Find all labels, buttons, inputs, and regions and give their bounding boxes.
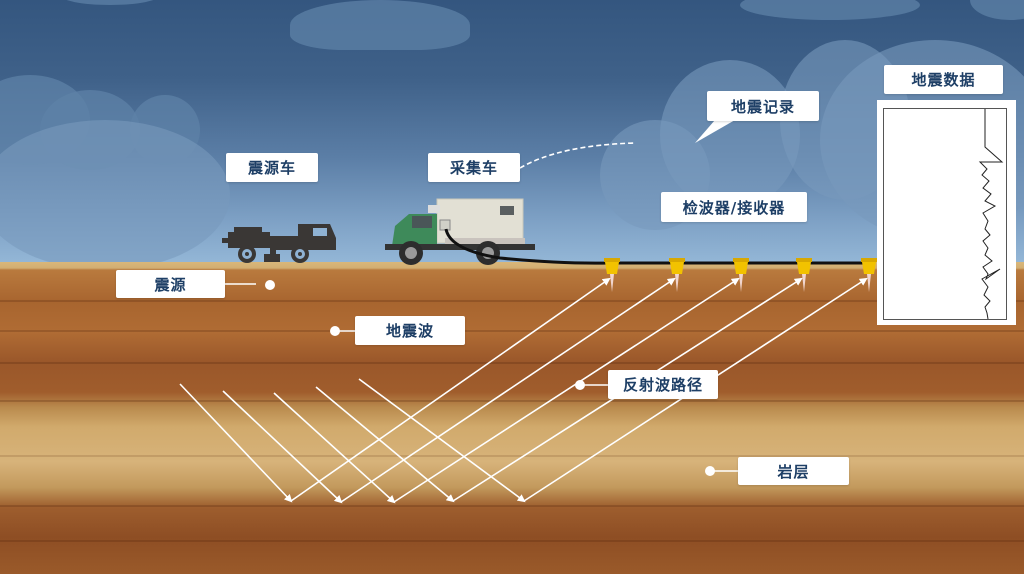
soil-grain (0, 300, 1024, 302)
reflection-callout-dot (575, 380, 585, 390)
source-callout-dot (265, 280, 275, 290)
source-truck-icon (222, 224, 336, 263)
geophone-cable (444, 228, 870, 265)
seismogram-frame (883, 108, 1007, 320)
geophone-icon (861, 258, 877, 292)
geophone-icon (796, 258, 812, 292)
cloud (740, 0, 920, 20)
speech-bubble-tail (695, 120, 735, 143)
label-recording-truck: 采集车 (428, 153, 520, 182)
incident-ray (273, 392, 396, 504)
label-geophones: 检波器/接收器 (661, 192, 807, 222)
incident-ray (179, 383, 293, 503)
geophone-icon (669, 258, 685, 292)
cloud (660, 60, 800, 210)
data-transmission-dashed-line (519, 142, 636, 169)
label-source: 震源 (116, 270, 225, 298)
ground-cross-section (0, 262, 1024, 574)
rock-callout-dot (705, 466, 715, 476)
incident-ray (358, 378, 526, 503)
soil-grain (0, 400, 1024, 402)
incident-ray (222, 390, 343, 504)
geophones-group (604, 258, 877, 292)
label-seismic-data: 地震数据 (884, 65, 1003, 94)
seismic-data-panel (877, 100, 1016, 325)
label-reflection-path: 反射波路径 (608, 370, 718, 399)
soil-grain (0, 505, 1024, 507)
recording-truck-icon (385, 198, 535, 265)
reflected-ray (393, 277, 740, 503)
label-source-truck: 震源车 (226, 153, 318, 182)
label-rock-layer: 岩层 (738, 457, 849, 485)
cloud (0, 120, 230, 270)
soil-grain (0, 540, 1024, 542)
cloud (290, 0, 470, 50)
soil-grain (0, 330, 1024, 332)
wave-callout-dot (330, 326, 340, 336)
cloud (60, 0, 160, 5)
soil-grain (0, 455, 1024, 457)
cloud (970, 0, 1024, 20)
label-seismic-record: 地震记录 (707, 91, 819, 121)
geophone-icon (604, 258, 620, 292)
label-seismic-wave: 地震波 (355, 316, 465, 345)
soil-grain (0, 362, 1024, 364)
seismogram-trace (978, 109, 1004, 319)
seismogram-waveform (978, 109, 1004, 319)
incident-ray (315, 386, 455, 503)
reflected-ray (290, 277, 611, 502)
geophone-icon (733, 258, 749, 292)
reflected-ray (340, 277, 676, 503)
